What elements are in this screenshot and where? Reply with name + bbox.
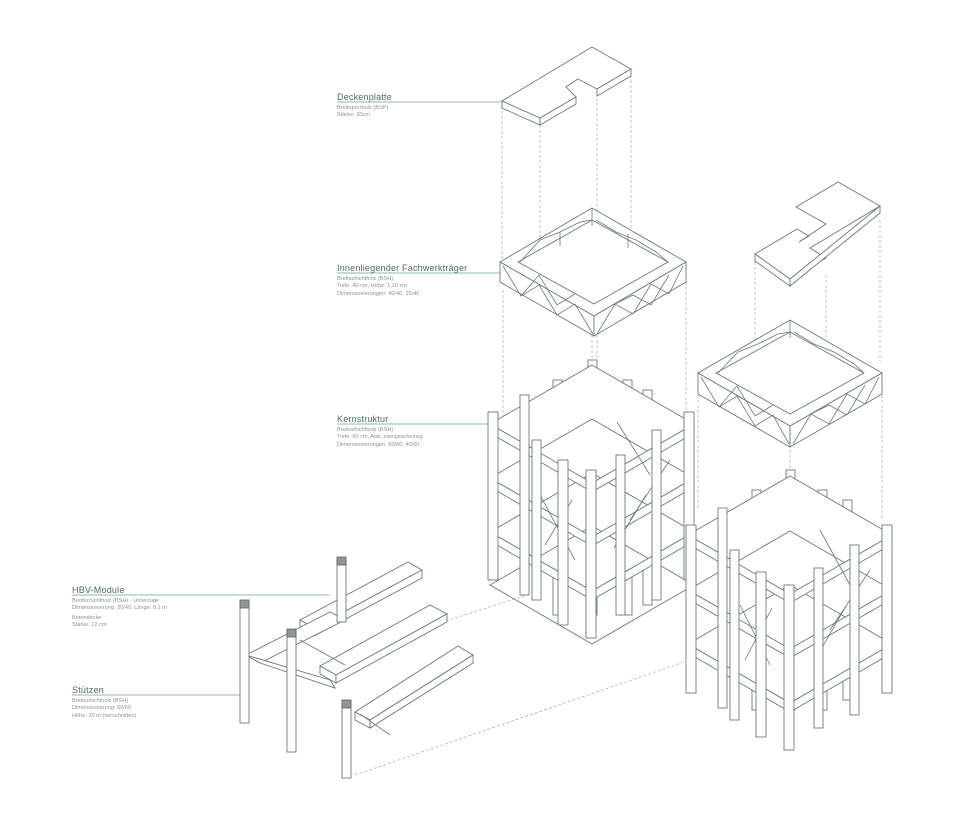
label-title: Kernstruktur: [337, 414, 389, 424]
label-hbv-module: HBV-Module Brettschichtholz (BSH) - Unte…: [72, 585, 167, 630]
fachwerk-truss-left: [499, 207, 687, 337]
label-line: Brettschichtholz (BSH): [72, 698, 129, 704]
deckenplatte-slab-right: [754, 181, 881, 287]
hbv-modules: [245, 561, 474, 736]
stuetzen-columns: [239, 556, 352, 779]
label-line: Tiefe: 60 cm, Abb. zweigeschossig: [337, 434, 423, 441]
label-line: Stärke: 30cm: [337, 112, 370, 119]
label-title: Stützen: [72, 685, 104, 695]
label-line: Stärke: 12 cm: [72, 622, 107, 629]
label-line: Brettsperrholz (BSP): [337, 105, 389, 111]
label-line: Dimensionierung: 60/60: [72, 705, 132, 712]
label-line: Betondecke: [72, 614, 102, 621]
label-title: Deckenplatte: [337, 92, 392, 102]
label-fachwerktraeger: Innenliegender Fachwerkträger Brettschic…: [337, 263, 467, 298]
label-deckenplatte: Deckenplatte Brettsperrholz (BSP) Stärke…: [337, 92, 392, 120]
label-line: Tiefe: 40 cm, Höhe: 1,10 cm: [337, 283, 408, 290]
kernstruktur-left: [487, 359, 695, 645]
label-line: Brettschichtholz (BSH) - Unterzüge: [72, 598, 160, 604]
label-line: Dimensionierungen: 60/60, 40/60: [337, 441, 420, 448]
label-line: Höhe: 20 m (verschnitten): [72, 712, 137, 719]
label-kernstruktur: Kernstruktur Brettschichtholz (BSH) Tief…: [337, 414, 423, 449]
label-stuetzen: Stützen Brettschichtholz (BSH) Dimension…: [72, 685, 136, 720]
kernstruktur-right: [685, 469, 893, 751]
deckenplatte-slab-left: [501, 46, 632, 126]
label-line: Dimensionierung: 20/40, Länge: 8,1 m: [72, 605, 167, 612]
label-title: HBV-Module: [72, 585, 125, 595]
label-line: Dimensionierungen: 40/40, 25/40: [337, 290, 420, 297]
leader-lines: [72, 101, 503, 696]
label-line: Brettschichtholz (BSH): [337, 276, 394, 282]
label-line: Brettschichtholz (BSH): [337, 427, 394, 433]
fachwerk-truss-right: [697, 319, 883, 448]
label-title: Innenliegender Fachwerkträger: [337, 263, 468, 273]
